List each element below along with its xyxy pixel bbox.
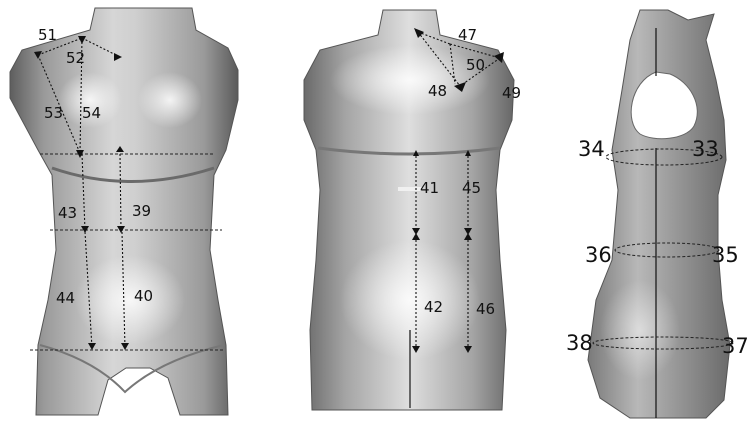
label-48: 48 [428,82,447,100]
label-33: 33 [692,137,719,161]
label-38: 38 [566,331,593,355]
label-46: 46 [476,300,495,318]
label-44: 44 [56,289,75,307]
label-50: 50 [466,56,485,74]
label-37: 37 [722,334,749,358]
front-view: 51 52 53 54 43 39 44 40 [10,8,238,415]
label-40: 40 [134,287,153,305]
label-53: 53 [44,104,63,122]
label-52: 52 [66,49,85,67]
back-waist-marker [398,187,422,191]
label-36: 36 [585,243,612,267]
label-41: 41 [420,179,439,197]
label-39: 39 [132,202,151,220]
front-chest-highlight-right [138,72,202,128]
label-34: 34 [578,137,605,161]
label-43: 43 [58,204,77,222]
front-torso-silhouette [10,8,238,415]
front-abdomen-highlight [75,255,185,345]
label-42: 42 [424,298,443,316]
side-view: 34 33 36 35 38 37 [566,10,749,418]
side-hip-highlight [600,280,680,380]
label-54: 54 [82,104,101,122]
label-49: 49 [502,84,521,102]
label-51: 51 [38,26,57,44]
label-35: 35 [712,243,739,267]
label-47: 47 [458,26,477,44]
back-view: 47 50 48 49 41 45 42 46 [304,10,521,410]
label-45: 45 [462,179,481,197]
